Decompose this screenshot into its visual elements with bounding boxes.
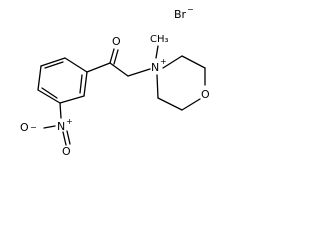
morpholine-ring: O — [156, 55, 210, 111]
ring-to-carbonyl-bond — [86, 62, 111, 73]
ring-double-bond — [41, 87, 58, 99]
nitro-nitrogen-charge: + — [66, 117, 73, 126]
quaternary-nitrogen-charge: + — [160, 57, 167, 66]
nitro-double-bond — [66, 130, 71, 145]
nitro-single-bond — [43, 125, 56, 129]
methylene-to-nitrogen-bond — [127, 68, 151, 77]
quaternary-ammonium: N + CH₃ — [150, 34, 169, 74]
ring-double-bond — [44, 61, 64, 69]
carbonyl-to-methylene-bond — [109, 62, 129, 77]
morpholine-bond — [181, 98, 201, 111]
nitro-oxygen-charge: − — [30, 123, 37, 132]
morpholine-bond — [156, 74, 159, 99]
acyl-linker: O — [86, 35, 151, 77]
morpholine-bond — [157, 97, 183, 111]
bromide-symbol: Br — [174, 8, 187, 21]
morpholine-bond — [181, 55, 206, 69]
ring-to-nitro-bond — [59, 102, 62, 119]
ring-bond — [64, 57, 88, 73]
benzene-ring — [37, 57, 88, 104]
nitro-group: N + O − O — [20, 102, 73, 158]
ring-bond — [37, 65, 42, 91]
ring-double-bond — [79, 74, 83, 94]
quaternary-nitrogen: N — [151, 61, 159, 74]
methyl-label: CH₃ — [150, 34, 169, 45]
nitro-oxygen-double: O — [62, 145, 71, 158]
morpholine-bond — [162, 55, 183, 69]
bromide-charge: − — [187, 5, 194, 14]
ring-bond — [59, 95, 85, 104]
carbonyl-oxygen: O — [112, 35, 121, 48]
carbonyl-double-bond — [113, 49, 119, 65]
structure-diagram: Br − N + O − O O N + — [20, 5, 210, 158]
nitro-nitrogen: N — [57, 120, 65, 133]
nitro-double-bond — [62, 131, 67, 146]
nitrogen-to-methyl-bond — [155, 45, 159, 59]
molecule-canvas: Br − N + O − O O N + — [0, 0, 217, 159]
carbonyl-double-bond — [109, 48, 115, 64]
ring-bond — [40, 57, 66, 67]
bromide-counterion: Br − — [174, 5, 194, 21]
ring-bond — [83, 71, 88, 97]
ring-bond — [37, 89, 61, 104]
nitro-oxygen-anion: O — [20, 121, 29, 134]
morpholine-oxygen: O — [201, 88, 210, 101]
